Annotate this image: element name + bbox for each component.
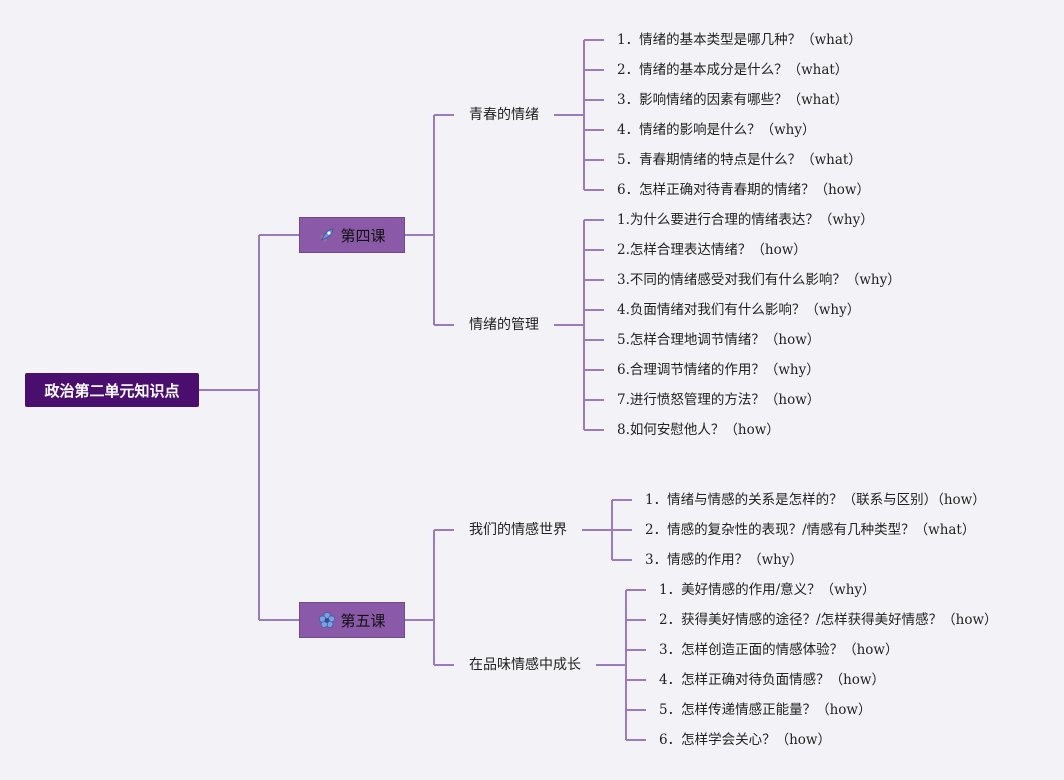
topic-node[interactable]: 在品味情感中成长	[469, 657, 581, 673]
flower-icon	[318, 611, 336, 629]
leaf-node[interactable]: 6.合理调节情绪的作用？（why）	[617, 362, 820, 378]
leaf-node[interactable]: 5．怎样传递情感正能量？（how）	[659, 702, 872, 718]
leaf-node[interactable]: 2．情绪的基本成分是什么？（what）	[617, 62, 849, 78]
leaf-node[interactable]: 4．怎样正确对待负面情感？（how）	[659, 672, 885, 688]
lesson-node-5[interactable]: 第五课	[299, 602, 405, 638]
lesson-title: 第四课	[340, 226, 386, 245]
leaf-node[interactable]: 1．情绪的基本类型是哪几种？（what）	[617, 32, 862, 48]
topic-node[interactable]: 青春的情绪	[469, 107, 539, 123]
lesson-title: 第五课	[340, 611, 386, 630]
leaf-node[interactable]: 5．青春期情绪的特点是什么？（what）	[617, 152, 862, 168]
leaf-node[interactable]: 2．获得美好情感的途径？/怎样获得美好情感？（how）	[659, 612, 998, 628]
leaf-node[interactable]: 3．影响情绪的因素有哪些？（what）	[617, 92, 849, 108]
lesson-node-4[interactable]: 第四课	[299, 217, 405, 253]
leaf-node[interactable]: 1.为什么要进行合理的情绪表达？（why）	[617, 212, 874, 228]
leaf-node[interactable]: 7.进行愤怒管理的方法？（how）	[617, 392, 821, 408]
leaf-node[interactable]: 3．怎样创造正面的情感体验？（how）	[659, 642, 899, 658]
rocket-icon	[318, 226, 336, 244]
leaf-node[interactable]: 8.如何安慰他人？（how）	[617, 422, 780, 438]
topic-node[interactable]: 情绪的管理	[469, 317, 539, 333]
leaf-node[interactable]: 4.负面情绪对我们有什么影响？（why）	[617, 302, 861, 318]
leaf-node[interactable]: 6．怎样正确对待青春期的情绪？（how）	[617, 182, 870, 198]
leaf-node[interactable]: 1．美好情感的作用/意义？（why）	[659, 582, 876, 598]
leaf-node[interactable]: 3．情感的作用？（why）	[645, 552, 803, 568]
leaf-node[interactable]: 6．怎样学会关心？（how）	[659, 732, 831, 748]
topic-node[interactable]: 我们的情感世界	[469, 522, 567, 538]
leaf-node[interactable]: 4．情绪的影响是什么？（why）	[617, 122, 816, 138]
leaf-node[interactable]: 2.怎样合理表达情绪？（how）	[617, 242, 807, 258]
root-node[interactable]: 政治第二单元知识点	[25, 373, 199, 407]
leaf-node[interactable]: 1．情绪与情感的关系是怎样的？（联系与区别）（how）	[645, 492, 986, 508]
leaf-node[interactable]: 5.怎样合理地调节情绪？（how）	[617, 332, 821, 348]
leaf-node[interactable]: 2．情感的复杂性的表现？/情感有几种类型？（what）	[645, 522, 976, 538]
leaf-node[interactable]: 3.不同的情绪感受对我们有什么影响？（why）	[617, 272, 901, 288]
